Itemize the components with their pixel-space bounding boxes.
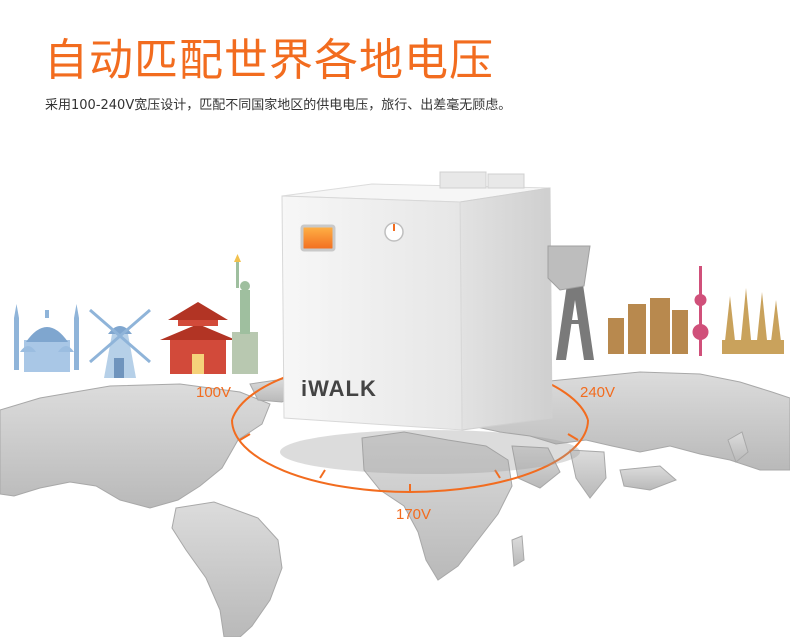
usb-port-icon: [300, 224, 336, 252]
brand-logo: iWALK: [301, 376, 377, 401]
temple-landmark: [160, 302, 236, 374]
mosque-landmark: [14, 304, 79, 372]
voltage-label-240v: 240V: [580, 384, 616, 401]
description: 采用100-240V宽压设计，匹配不同国家地区的供电电压，旅行、出差毫无顾虑。: [45, 98, 512, 113]
statue-of-liberty-landmark: [232, 254, 258, 374]
moai-landmark: [608, 298, 688, 354]
windmill-landmark: [89, 308, 151, 378]
headline: 自动匹配世界各地电压: [44, 35, 494, 86]
charger-device: [280, 171, 591, 474]
voltage-label-170v: 170V: [396, 506, 432, 523]
cathedral-landmark: [722, 288, 784, 354]
power-indicator-icon: [384, 222, 404, 242]
voltage-label-100v: 100V: [196, 384, 232, 401]
tv-tower-landmark: [692, 266, 709, 356]
landmarks-skyline: [14, 250, 784, 378]
